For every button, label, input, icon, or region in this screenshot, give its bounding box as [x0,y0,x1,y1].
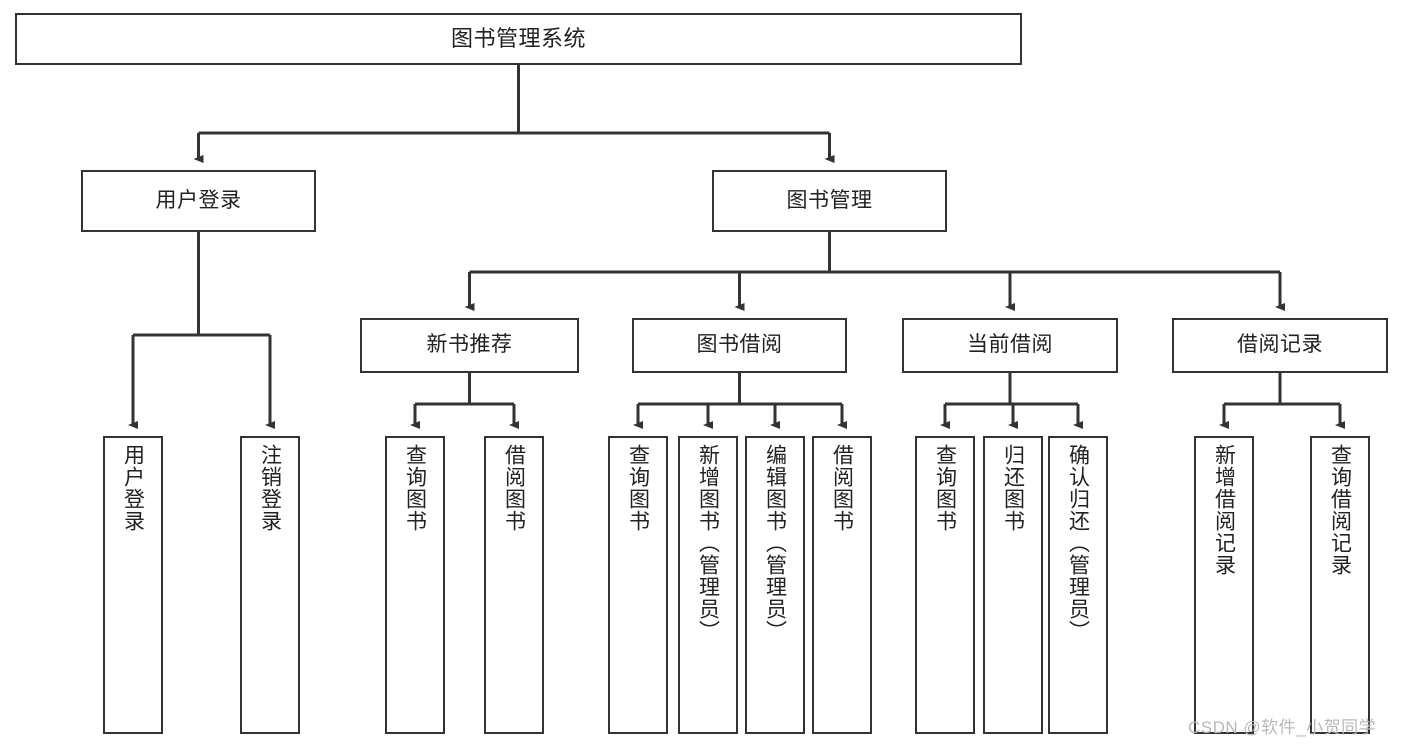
node-label: 用户登录 [155,188,242,212]
node-label: 图书管理 [786,188,873,212]
node-label: 注销登录 [258,444,282,532]
node-leaf-query-3[interactable]: 查询图书 [915,436,975,734]
node-label: 图书管理系统 [450,26,586,52]
node-label: 用户登录 [121,444,145,532]
node-label: 查询借阅记录 [1328,444,1352,576]
node-leaf-query-rec[interactable]: 查询借阅记录 [1310,436,1370,734]
node-leaf-edit-book[interactable]: 编辑图书（管理员） [745,436,805,734]
node-leaf-add-book[interactable]: 新增图书（管理员） [678,436,738,734]
node-current-borrow[interactable]: 当前借阅 [902,318,1118,373]
node-book-manage[interactable]: 图书管理 [712,170,947,232]
node-label: 新增借阅记录 [1212,444,1236,576]
node-root[interactable]: 图书管理系统 [15,13,1022,65]
node-leaf-borrow-1[interactable]: 借阅图书 [484,436,544,734]
node-book-borrow[interactable]: 图书借阅 [632,318,847,373]
node-label: 确认归还（管理员） [1066,444,1090,642]
node-label: 编辑图书（管理员） [763,444,787,642]
node-label: 查询图书 [933,444,957,532]
node-borrow-record[interactable]: 借阅记录 [1172,318,1388,373]
node-new-book-rec[interactable]: 新书推荐 [360,318,579,373]
node-label: 查询图书 [403,444,427,532]
node-leaf-query-1[interactable]: 查询图书 [385,436,445,734]
node-user-login[interactable]: 用户登录 [81,170,316,232]
watermark: CSDN @软件_小贺同学 [1188,718,1377,737]
node-label: 当前借阅 [967,333,1053,357]
node-leaf-confirm[interactable]: 确认归还（管理员） [1048,436,1108,734]
node-label: 借阅图书 [502,444,526,532]
node-leaf-query-2[interactable]: 查询图书 [608,436,668,734]
node-label: 新书推荐 [426,333,513,357]
node-label: 新增图书（管理员） [696,444,720,642]
node-leaf-add-rec[interactable]: 新增借阅记录 [1194,436,1254,734]
node-label: 图书借阅 [696,333,783,357]
node-leaf-logout[interactable]: 注销登录 [240,436,300,734]
node-leaf-return[interactable]: 归还图书 [983,436,1043,734]
node-label: 归还图书 [1001,444,1025,532]
node-label: 借阅记录 [1237,333,1323,357]
node-leaf-user-login[interactable]: 用户登录 [103,436,163,734]
node-leaf-borrow-2[interactable]: 借阅图书 [812,436,872,734]
node-label: 借阅图书 [830,444,854,532]
node-label: 查询图书 [626,444,650,532]
